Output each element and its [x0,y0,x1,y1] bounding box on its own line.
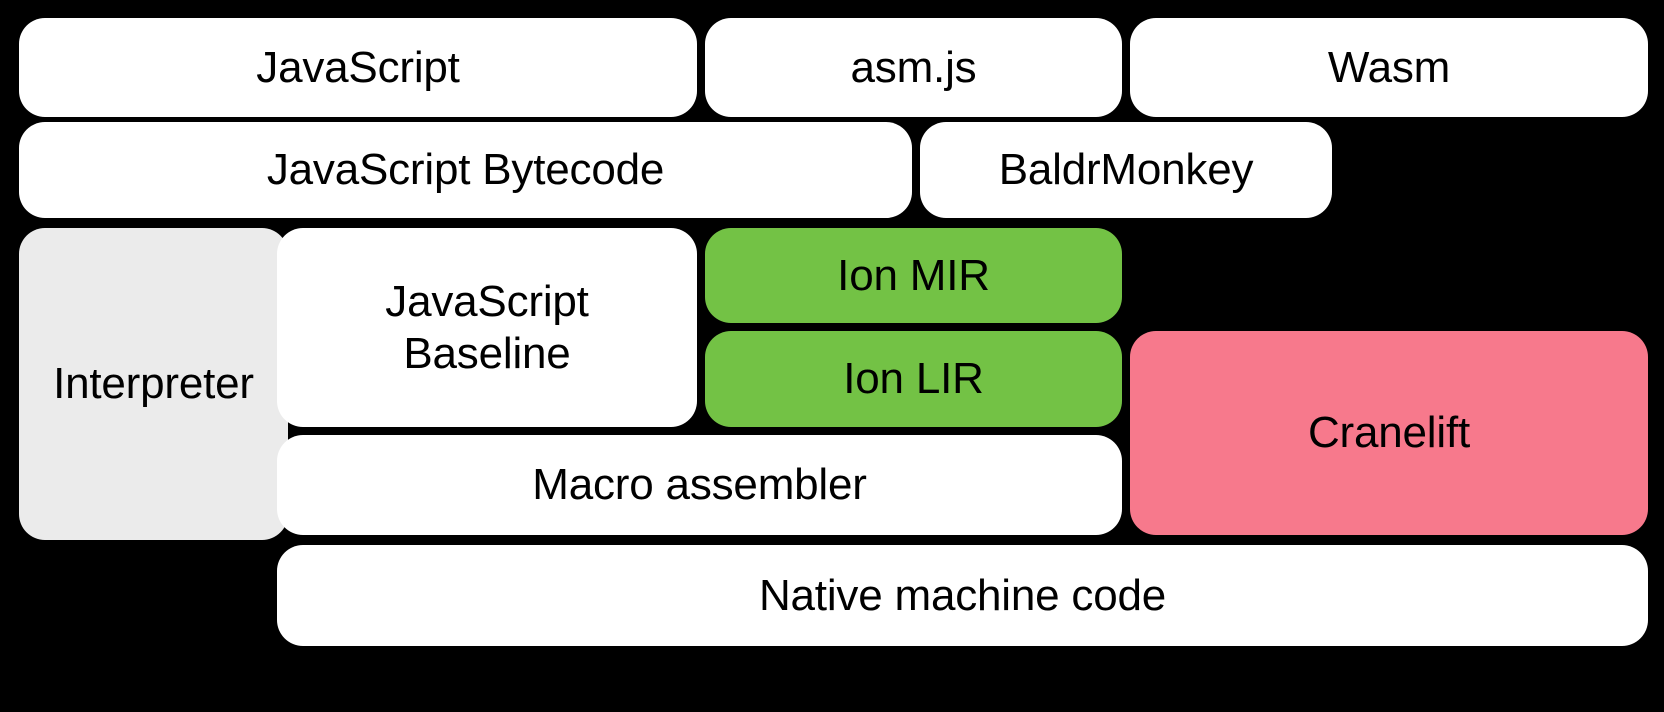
node-wasm[interactable]: Wasm [1130,18,1648,117]
node-javascript-bytecode[interactable]: JavaScript Bytecode [19,122,912,218]
node-asmjs[interactable]: asm.js [705,18,1122,117]
node-macro-assembler[interactable]: Macro assembler [277,435,1122,535]
node-interpreter[interactable]: Interpreter [19,228,288,540]
node-ion-mir[interactable]: Ion MIR [705,228,1122,323]
node-cranelift[interactable]: Cranelift [1130,331,1648,535]
node-ion-lir[interactable]: Ion LIR [705,331,1122,427]
node-native-machine-code[interactable]: Native machine code [277,545,1648,646]
node-javascript-baseline[interactable]: JavaScript Baseline [277,228,697,427]
node-javascript[interactable]: JavaScript [19,18,697,117]
node-baldrmonkey[interactable]: BaldrMonkey [920,122,1332,218]
